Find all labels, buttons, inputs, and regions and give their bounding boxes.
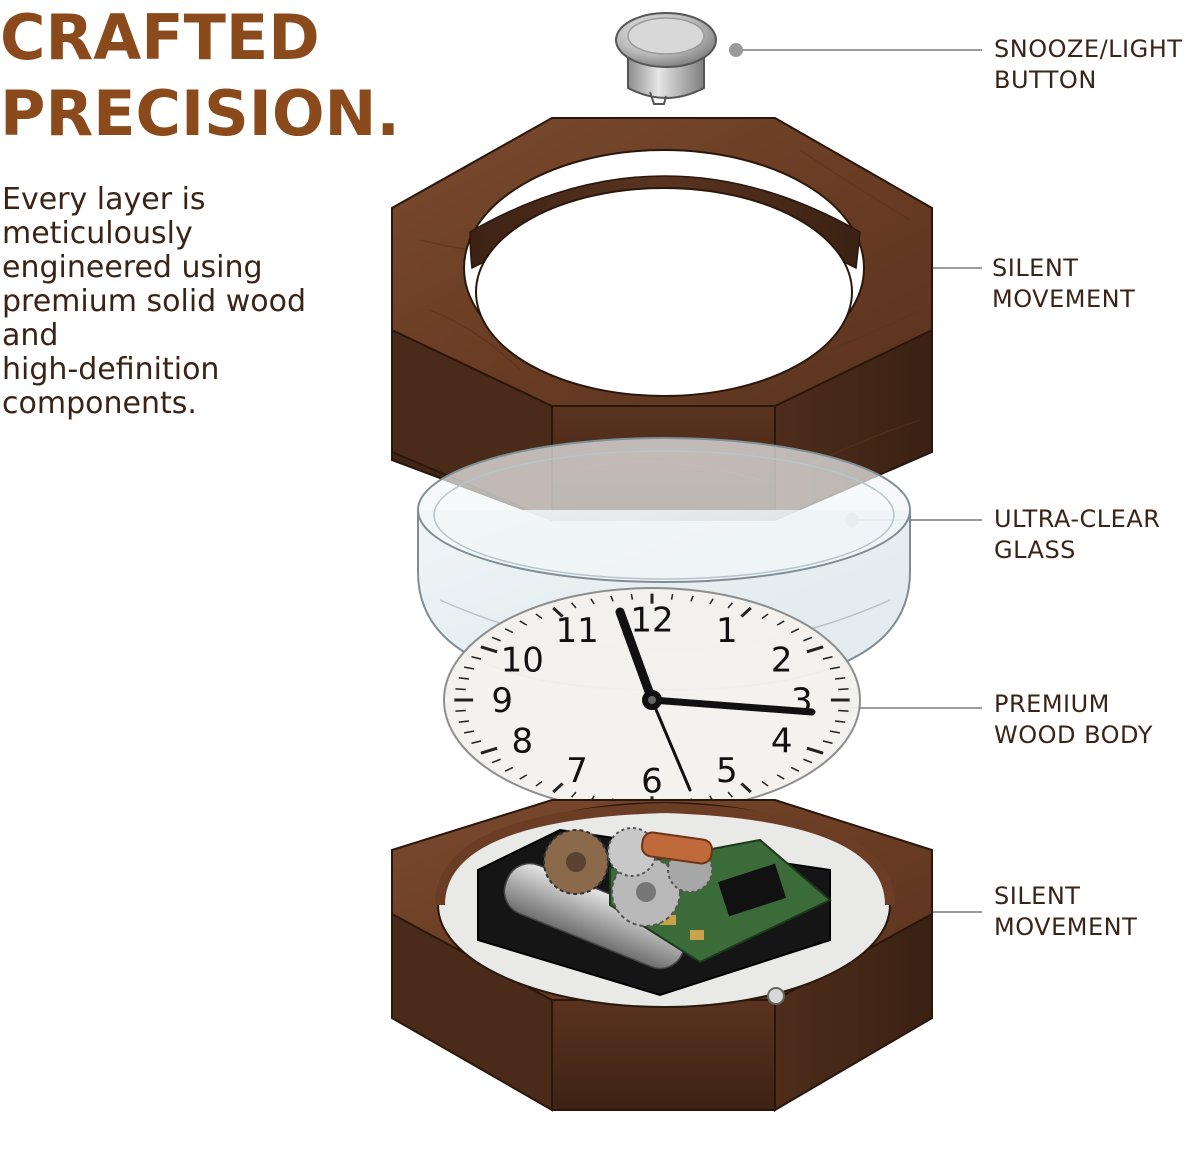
- dial-tick: [740, 606, 752, 618]
- dial-tick: [455, 688, 466, 691]
- dial-tick: [835, 677, 846, 680]
- callout-line-2: MOVEMENT: [992, 285, 1136, 313]
- dial-numeral: 7: [566, 751, 588, 791]
- dial-numeral: 8: [511, 721, 533, 761]
- dial-tick: [829, 730, 841, 734]
- dial-tick: [838, 688, 849, 691]
- intro-line: engineered using: [2, 250, 263, 285]
- intro-line: components.: [2, 386, 197, 421]
- intro-line: meticulously: [2, 216, 193, 251]
- dial-tick: [761, 613, 769, 620]
- dial-tick: [806, 746, 824, 755]
- top-wood-frame: [391, 117, 933, 522]
- callout-line-2: MOVEMENT: [994, 913, 1138, 941]
- callout-line-1: ULTRA-CLEAR: [994, 505, 1161, 533]
- callout-line-1: SNOOZE/LIGHT: [994, 35, 1183, 63]
- dial-tick: [670, 594, 674, 600]
- page-title: CRAFTED PRECISION.: [0, 0, 400, 152]
- button-cap-icon: [615, 12, 717, 105]
- dial-numeral: 6: [641, 762, 663, 802]
- dial-tick: [776, 774, 785, 780]
- callout-line-1: SILENT: [992, 254, 1079, 282]
- dial-tick: [519, 620, 528, 626]
- dial-numeral: 5: [716, 751, 738, 791]
- dial-tick: [480, 746, 498, 755]
- clock-hands: [615, 607, 816, 792]
- dial-numeral: 12: [630, 600, 673, 640]
- dial-tick: [504, 628, 514, 634]
- dial-tick: [480, 645, 498, 654]
- dial-numeral: 2: [771, 641, 793, 681]
- dial-tick: [571, 602, 577, 609]
- dial-tick: [761, 780, 769, 787]
- title-line-1: CRAFTED: [0, 1, 320, 74]
- dial-tick: [727, 602, 733, 609]
- callout-silent-movement-bottom: SILENT MOVEMENT: [994, 881, 1137, 943]
- callout-line-2: GLASS: [994, 536, 1076, 564]
- dial-numeral: 9: [491, 681, 513, 721]
- silent-movement-unit: [477, 827, 832, 1005]
- intro-line: and: [2, 318, 59, 353]
- dial-tick: [838, 709, 849, 712]
- dial-numeral: 11: [555, 611, 598, 651]
- dial-tick: [790, 628, 800, 634]
- dial-tick: [835, 720, 846, 723]
- dial-tick: [535, 613, 543, 620]
- dial-tick: [822, 740, 833, 745]
- dial-tick: [571, 791, 577, 798]
- leader-dot: [729, 43, 743, 57]
- dial-tick: [740, 782, 752, 794]
- dial-tick: [519, 774, 528, 780]
- dial-tick: [803, 758, 813, 764]
- dial-tick: [463, 666, 475, 670]
- dial-tick: [630, 594, 634, 600]
- dial-numeral: 1: [716, 611, 738, 651]
- callout-silent-movement-top: SILENT MOVEMENT: [992, 253, 1135, 315]
- dial-numeral: 10: [501, 641, 544, 681]
- dial-tick: [552, 782, 564, 794]
- dial-tick: [463, 730, 475, 734]
- callout-ultra-clear-glass: ULTRA-CLEAR GLASS: [994, 504, 1160, 566]
- callout-line-2: WOOD BODY: [994, 721, 1153, 749]
- dial-tick: [552, 606, 564, 618]
- dial-numeral: 4: [771, 721, 793, 761]
- dial-tick: [458, 720, 469, 723]
- dial-tick: [535, 780, 543, 787]
- dial-tick: [822, 655, 833, 660]
- dial-tick: [790, 766, 800, 772]
- dial-tick: [727, 791, 733, 798]
- dial-tick: [776, 620, 785, 626]
- callout-line-1: PREMIUM: [994, 690, 1110, 718]
- dial-tick: [458, 677, 469, 680]
- intro-paragraph: Every layer is meticulously engineered u…: [2, 183, 362, 421]
- dial-tick: [471, 740, 482, 745]
- dial-tick: [504, 766, 514, 772]
- dial-tick: [590, 598, 595, 605]
- dial-tick: [610, 595, 614, 602]
- dial-tick: [491, 758, 501, 764]
- dial-tick: [491, 636, 501, 642]
- dial-tick: [471, 655, 482, 660]
- intro-line: Every layer is: [2, 182, 206, 217]
- callout-line-1: SILENT: [994, 882, 1081, 910]
- dial-tick: [829, 666, 841, 670]
- intro-line: high-definition: [2, 352, 220, 387]
- intro-line: premium solid wood: [2, 284, 307, 319]
- title-line-2: PRECISION.: [0, 77, 400, 150]
- snooze-light-button: [615, 12, 717, 105]
- dial-tick: [690, 595, 694, 602]
- coil-icon: [640, 831, 714, 865]
- callout-snooze-light-button: SNOOZE/LIGHT BUTTON: [994, 34, 1182, 96]
- dial-tick: [709, 598, 714, 605]
- dial-tick: [803, 636, 813, 642]
- dial-tick: [455, 709, 466, 712]
- dial-tick: [806, 645, 824, 654]
- callout-premium-wood-body: PREMIUM WOOD BODY: [994, 689, 1153, 751]
- callout-line-2: BUTTON: [994, 66, 1097, 94]
